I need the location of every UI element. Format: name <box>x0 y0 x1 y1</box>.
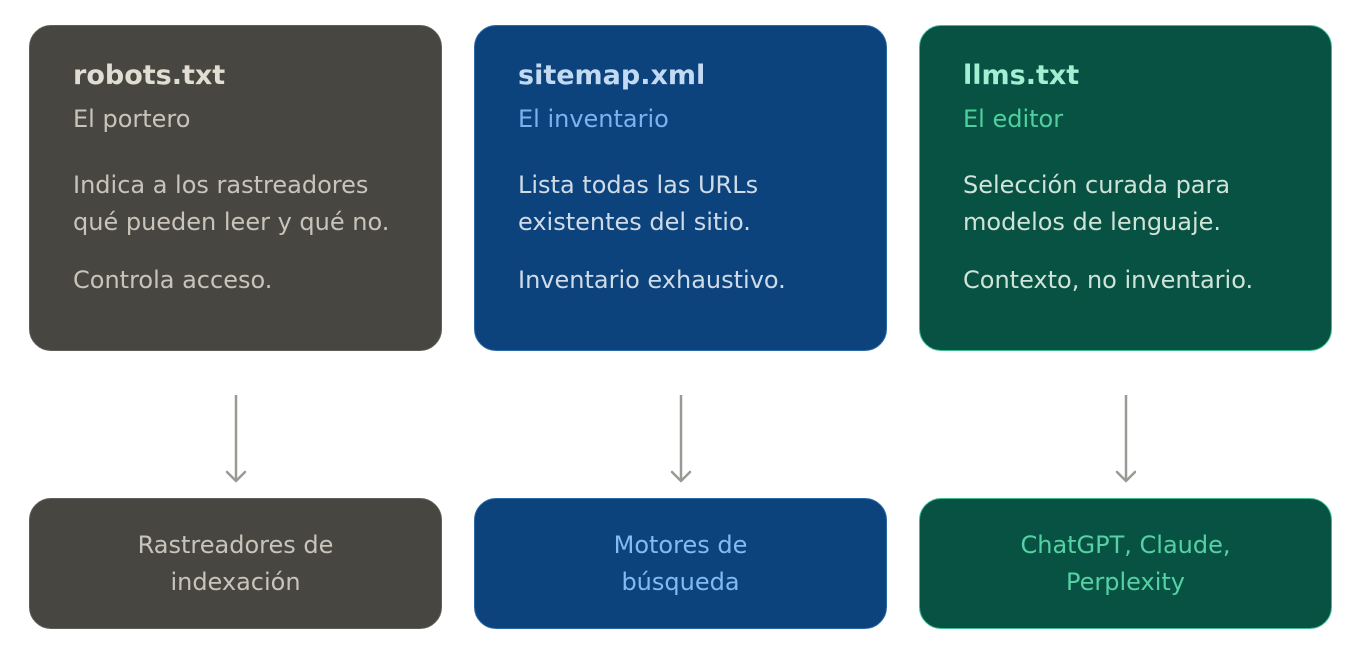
robots-title: robots.txt <box>73 60 226 91</box>
robots-subtitle: El portero <box>73 105 191 133</box>
sitemap-desc-line-2: existentes del sitio. <box>518 208 751 236</box>
sitemap-card: sitemap.xml El inventario Lista todas la… <box>474 25 887 351</box>
robots-card: robots.txt El portero Indica a los rastr… <box>29 25 442 351</box>
llms-subtitle: El editor <box>963 105 1064 133</box>
sitemap-description: Lista todas las URLs existentes del siti… <box>518 167 858 241</box>
llm-assistants-box: ChatGPT, Claude, Perplexity <box>919 498 1332 629</box>
arrow-down-icon <box>225 395 247 483</box>
search-engines-box: Motores de búsqueda <box>474 498 887 629</box>
robots-desc-line-2: qué pueden leer y qué no. <box>73 208 390 236</box>
robots-description: Indica a los rastreadores qué pueden lee… <box>73 167 413 241</box>
sitemap-subtitle: El inventario <box>518 105 669 133</box>
indexing-crawlers-line-1: Rastreadores de <box>137 530 334 559</box>
search-engines-line-2: búsqueda <box>621 567 740 596</box>
llms-note: Contexto, no inventario. <box>963 266 1254 294</box>
arrow-down-icon <box>1115 395 1137 483</box>
sitemap-title: sitemap.xml <box>518 60 706 91</box>
robots-note: Controla acceso. <box>73 266 273 294</box>
indexing-crawlers-box: Rastreadores de indexación <box>29 498 442 629</box>
llms-card: llms.txt El editor Selección curada para… <box>919 25 1332 351</box>
llm-assistants-line-1: ChatGPT, Claude, <box>1020 530 1231 559</box>
sitemap-note: Inventario exhaustivo. <box>518 266 786 294</box>
llms-desc-line-1: Selección curada para <box>963 171 1231 199</box>
llms-title: llms.txt <box>963 60 1080 91</box>
llms-description: Selección curada para modelos de lenguaj… <box>963 167 1303 241</box>
llms-desc-line-2: modelos de lenguaje. <box>963 208 1222 236</box>
robots-desc-line-1: Indica a los rastreadores <box>73 171 369 199</box>
search-engines-line-1: Motores de <box>613 530 748 559</box>
arrow-down-icon <box>670 395 692 483</box>
sitemap-desc-line-1: Lista todas las URLs <box>518 171 759 199</box>
indexing-crawlers-line-2: indexación <box>170 567 301 596</box>
llm-assistants-line-2: Perplexity <box>1066 567 1185 596</box>
